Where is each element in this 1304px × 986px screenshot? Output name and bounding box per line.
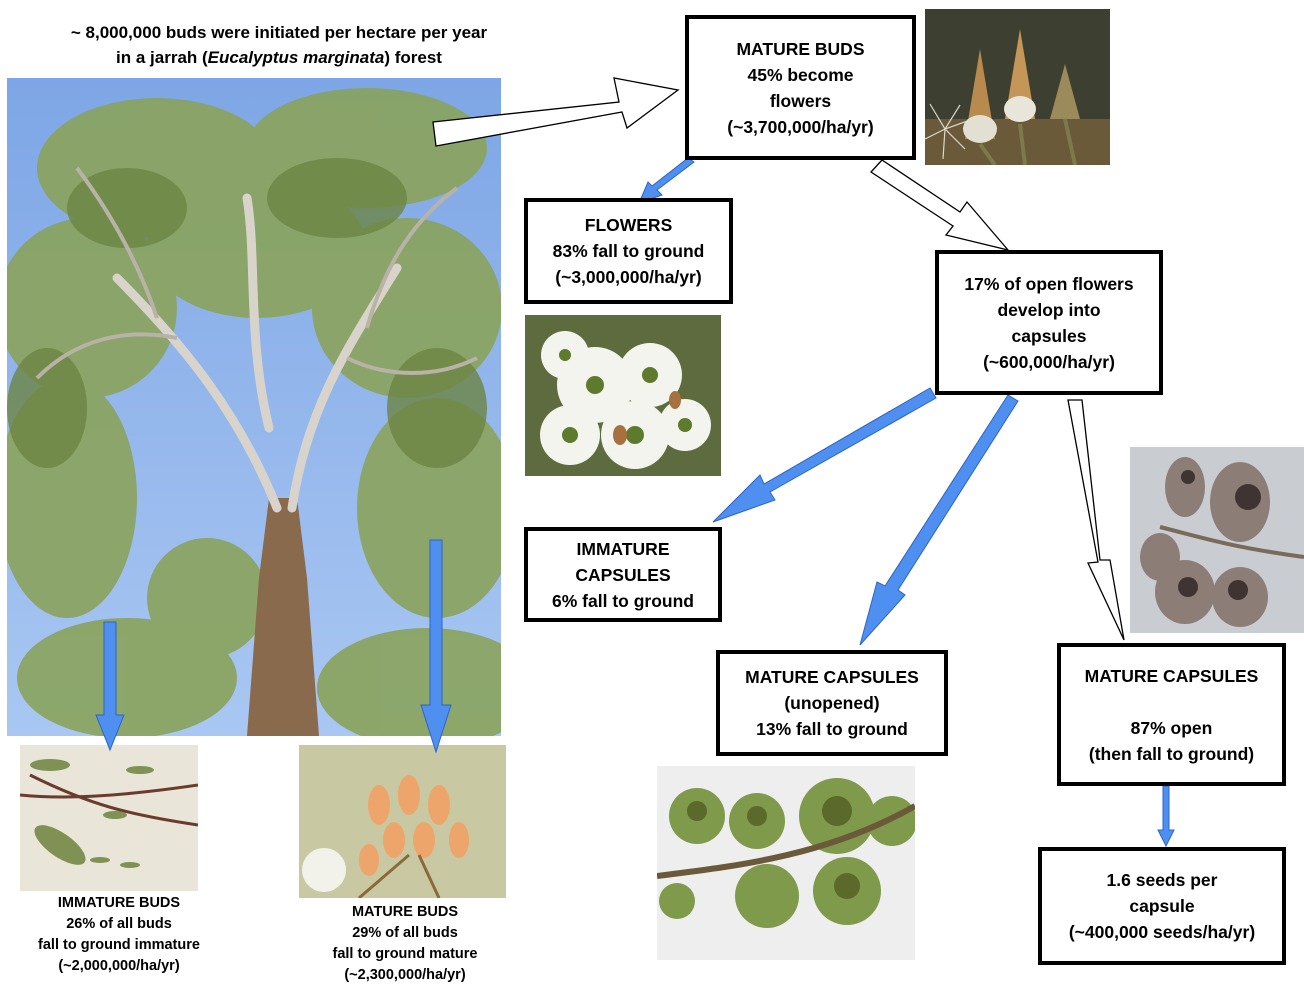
flowers-box: FLOWERS 83% fall to ground (~3,000,000/h… bbox=[524, 198, 733, 304]
immature-buds-caption: IMMATURE BUDS 26% of all buds fall to gr… bbox=[0, 893, 238, 977]
arrow-to-immature-capsules bbox=[713, 388, 936, 522]
arrow-to-mature-capsules-unopened bbox=[860, 395, 1018, 645]
arrow-to-immature-buds bbox=[96, 622, 124, 750]
arrow-tree-to-mature-buds bbox=[433, 78, 678, 146]
seeds-box: 1.6 seeds per capsule (~400,000 seeds/ha… bbox=[1038, 847, 1286, 965]
mature-buds-ground-caption: MATURE BUDS 29% of all buds fall to grou… bbox=[292, 902, 518, 986]
arrow-to-mature-capsules-open bbox=[1068, 400, 1124, 640]
immature-capsules-box: IMMATURE CAPSULES 6% fall to ground bbox=[524, 527, 722, 622]
arrow-to-seeds bbox=[1158, 786, 1174, 846]
open-flowers-box: 17% of open flowers develop into capsule… bbox=[935, 250, 1163, 395]
arrow-to-mature-buds-ground bbox=[421, 540, 451, 752]
mature-buds-box: MATURE BUDS 45% become flowers (~3,700,0… bbox=[685, 15, 916, 160]
mature-capsules-unopened-box: MATURE CAPSULES (unopened) 13% fall to g… bbox=[716, 650, 948, 756]
mature-capsules-open-box: MATURE CAPSULES 87% open (then fall to g… bbox=[1057, 643, 1286, 786]
arrow-mature-buds-to-flowers bbox=[639, 158, 694, 203]
arrow-mature-buds-to-open-flowers bbox=[871, 160, 1008, 250]
